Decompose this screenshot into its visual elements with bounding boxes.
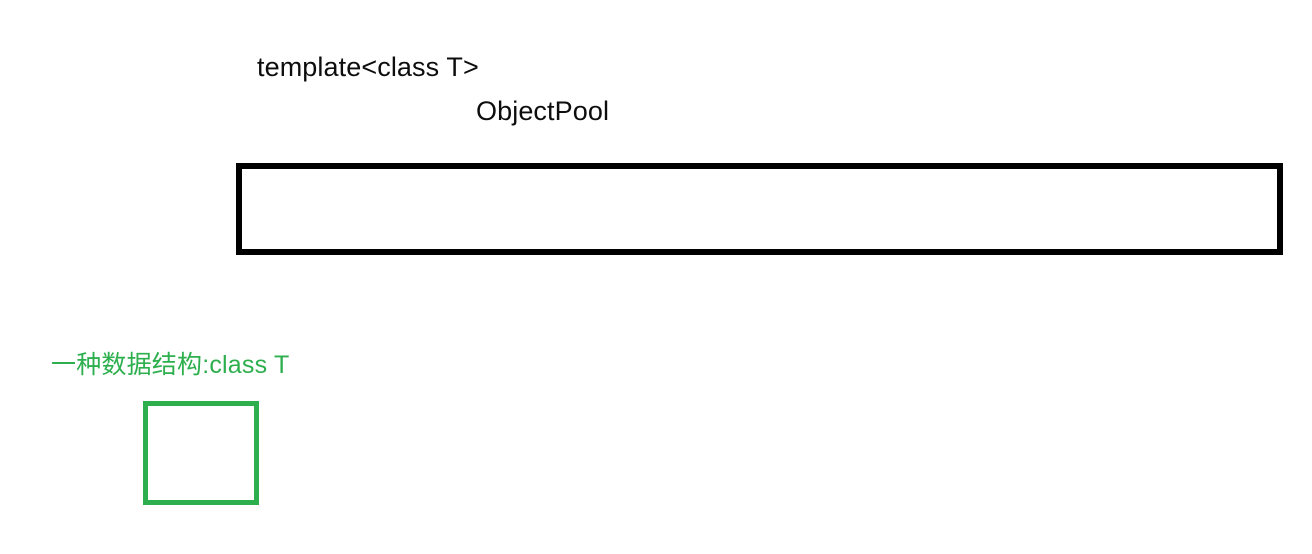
element-type-annotation-text: 一种数据结构:class T — [51, 351, 290, 379]
element-slot-rectangle — [143, 401, 259, 505]
class-name-text: ObjectPool — [476, 96, 610, 126]
template-declaration-text: template<class T> — [257, 52, 479, 82]
object-pool-container-rectangle — [236, 163, 1283, 255]
